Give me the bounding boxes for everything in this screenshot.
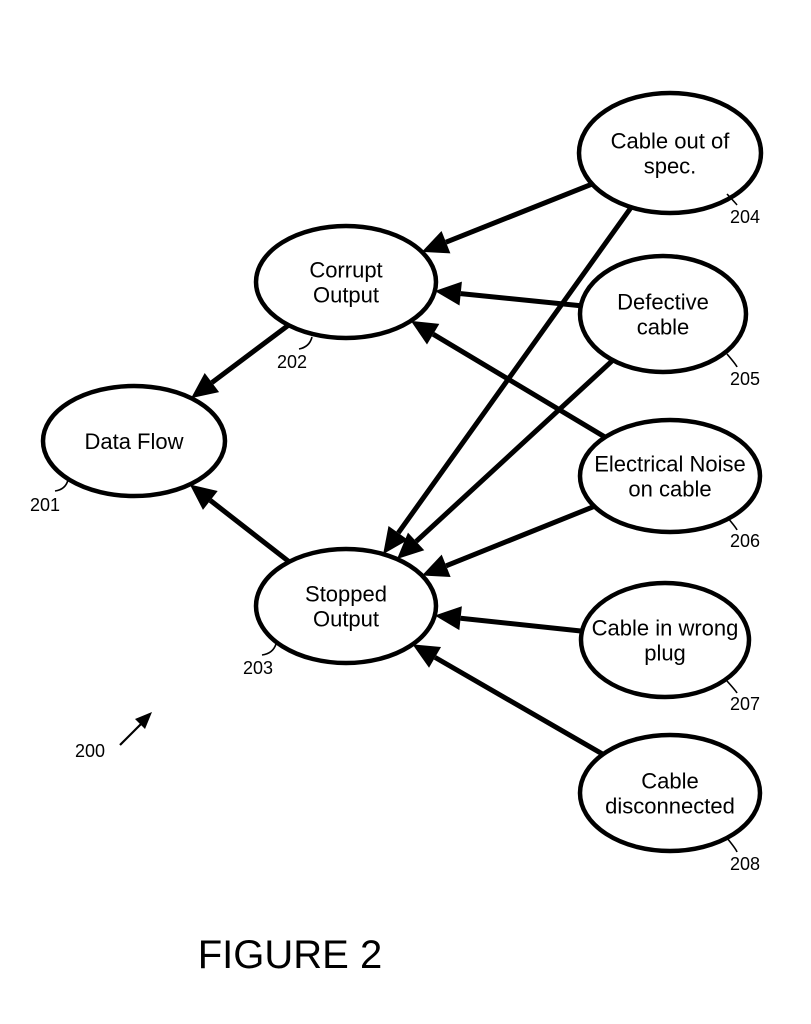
node-ellipse: [577, 732, 763, 854]
node-label-line: Electrical Noise: [594, 452, 746, 477]
edge-line: [208, 498, 291, 564]
edges-layer: [189, 181, 634, 757]
node-ellipse: [253, 546, 439, 666]
edge-line: [445, 504, 596, 569]
arrow-head: [396, 532, 425, 560]
edge-204-to-202: [421, 181, 594, 254]
figure-reference: 200: [75, 712, 152, 761]
ref-leader: [726, 680, 738, 694]
arrow-head: [434, 281, 462, 306]
node-label-line: Output: [313, 283, 379, 308]
edge-206-to-202: [410, 320, 607, 440]
arrow-head: [191, 372, 220, 399]
figure-ref-arrow-line: [119, 720, 145, 746]
node-ellipse: [578, 580, 752, 700]
figure-ref-arrow-head: [135, 712, 152, 729]
ref-number: 203: [243, 658, 273, 678]
node-ellipse: [40, 383, 228, 499]
node-label-line: Cable out of: [611, 129, 731, 154]
node-label-line: disconnected: [605, 794, 735, 819]
arrow-head: [410, 320, 440, 345]
edge-205-to-203: [396, 358, 615, 560]
node-label-line: cable: [637, 315, 690, 340]
ref-leader: [261, 643, 277, 656]
edge-205-to-202: [434, 281, 582, 309]
ref-leader: [726, 353, 738, 368]
ref-leader: [54, 479, 69, 492]
node-label-line: Corrupt: [309, 258, 382, 283]
node-ellipse: [253, 223, 439, 341]
nodes-layer: Data Flow201CorruptOutput202StoppedOutpu…: [30, 90, 764, 874]
edge-204-to-203: [383, 205, 634, 555]
node-label-line: Cable in wrong: [592, 616, 739, 641]
figure-caption: FIGURE 2: [198, 933, 382, 977]
ref-leader: [298, 336, 313, 350]
edge-line: [396, 205, 634, 535]
edge-202-to-201: [191, 323, 291, 399]
edge-line: [414, 358, 615, 544]
arrow-head: [434, 606, 462, 631]
ref-number: 204: [730, 207, 760, 227]
edge-line: [460, 615, 583, 634]
figure-ref-number: 200: [75, 741, 105, 761]
edge-206-to-203: [422, 504, 596, 577]
node-ellipse: [576, 90, 764, 216]
ref-number: 207: [730, 694, 760, 714]
node-label-line: plug: [644, 641, 686, 666]
edge-line: [445, 181, 594, 245]
ref-number: 206: [730, 531, 760, 551]
edge-207-to-203: [434, 606, 583, 634]
ref-number: 201: [30, 495, 60, 515]
edge-203-to-201: [189, 484, 291, 564]
node-ellipse: [577, 417, 763, 535]
node-label-line: spec.: [644, 154, 697, 179]
node-label-line: Output: [313, 607, 379, 632]
node-label-line: Stopped: [305, 582, 387, 607]
arrow-head: [421, 231, 451, 254]
edge-line: [210, 323, 291, 385]
ref-number: 205: [730, 369, 760, 389]
edge-208-to-203: [412, 644, 605, 757]
node-label-line: Cable: [641, 769, 698, 794]
node-201: Data Flow 201: [30, 383, 228, 515]
node-ellipse: [577, 253, 749, 375]
node-label-line: on cable: [628, 477, 711, 502]
arrow-head: [412, 644, 442, 668]
ref-number: 208: [730, 854, 760, 874]
node-label-line: Data Flow: [84, 429, 183, 454]
ref-leader: [726, 193, 738, 206]
edge-line: [433, 655, 605, 757]
ref-leader: [726, 837, 738, 853]
edge-line: [431, 332, 607, 440]
arrow-head: [189, 484, 218, 510]
arrow-head: [383, 525, 409, 555]
ref-leader: [726, 516, 738, 531]
node-label-line: Defective: [617, 290, 709, 315]
arrow-head: [422, 554, 451, 577]
ref-number: 202: [277, 352, 307, 372]
